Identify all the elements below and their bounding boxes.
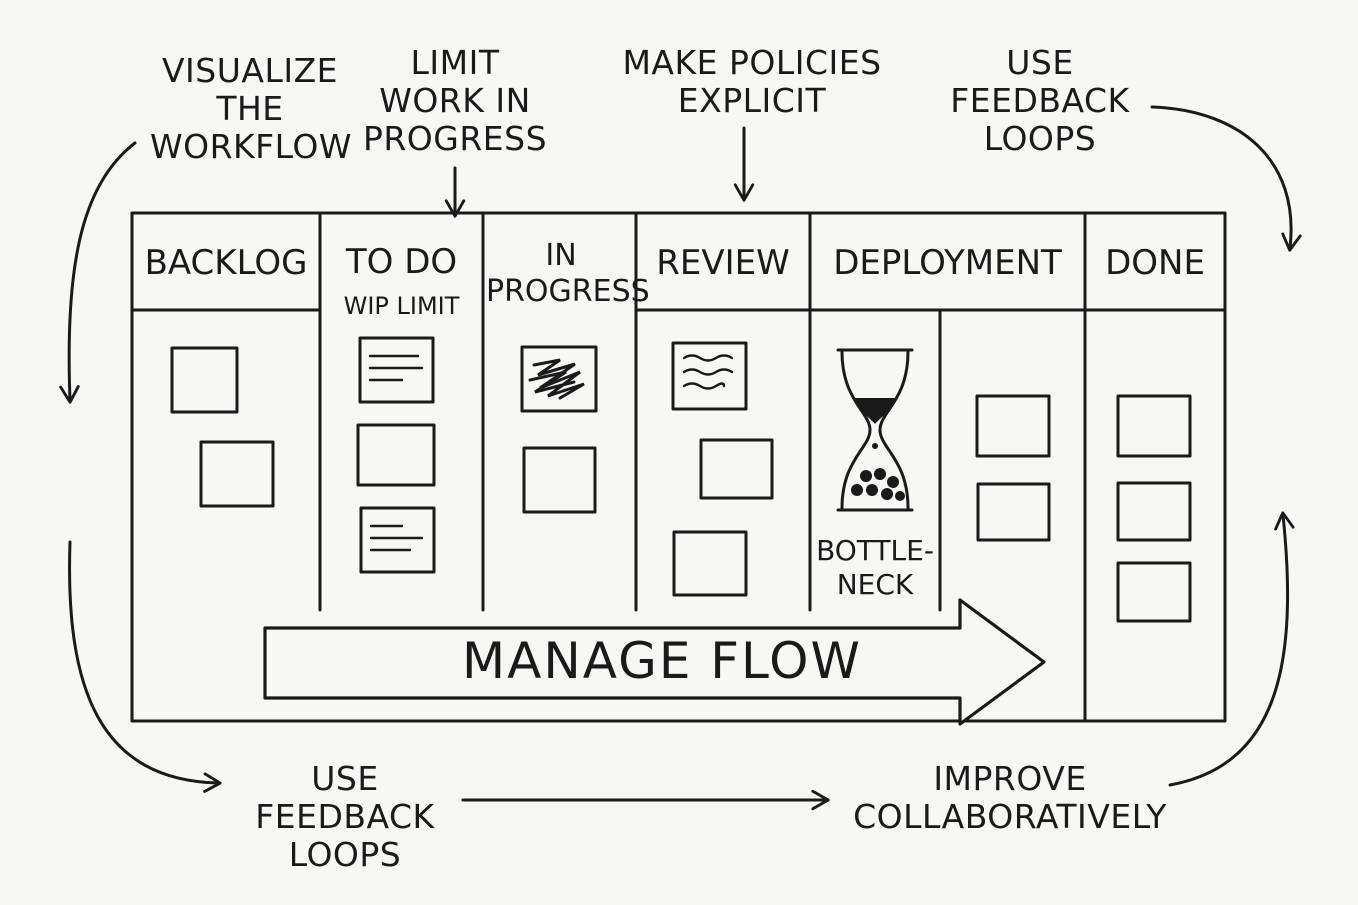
principle-feedback-bottom: USE FEEDBACK LOOPS <box>255 759 435 874</box>
column-header-done: DONE <box>1105 243 1205 283</box>
principle-visualize: VISUALIZE THE WORKFLOW <box>150 51 352 166</box>
principle-limit-wip: LIMIT WORK IN PROGRESS <box>362 43 548 158</box>
card <box>520 345 598 413</box>
card <box>199 440 275 508</box>
column-header-in-progress: IN PROGRESS <box>486 238 650 309</box>
hourglass-icon <box>836 348 914 512</box>
principle-improve: IMPROVE COLLABORATIVELY <box>853 759 1167 836</box>
column-header-review: REVIEW <box>656 243 790 283</box>
card <box>975 394 1051 458</box>
arrow-icon <box>263 598 1046 726</box>
card <box>358 336 435 404</box>
card <box>672 530 748 597</box>
loop-arrow <box>59 141 137 404</box>
board-frame <box>130 211 1227 723</box>
column-header-todo: TO DO <box>345 242 458 282</box>
loop-arrow <box>68 540 222 793</box>
card <box>522 446 597 514</box>
card <box>1116 481 1192 542</box>
card <box>359 506 436 574</box>
principle-feedback-top: USE FEEDBACK LOOPS <box>950 43 1130 158</box>
column-header-deployment: DEPLOYMENT <box>833 243 1062 283</box>
card <box>699 438 774 500</box>
card <box>976 482 1051 542</box>
column-header-backlog: BACKLOG <box>144 243 308 283</box>
hourglass-sand <box>851 398 905 501</box>
principle-policies: MAKE POLICIES EXPLICIT <box>622 43 882 120</box>
manage-flow-label: MANAGE FLOW <box>462 632 862 690</box>
card <box>170 346 239 414</box>
bottleneck-label: BOTTLE- NECK <box>816 534 934 601</box>
scribble-card-fill <box>528 358 585 400</box>
column-wip-limit: WIP LIMIT <box>343 292 460 320</box>
loop-arrow <box>1168 511 1295 787</box>
card <box>1116 394 1192 458</box>
loop-arrow <box>1150 105 1302 252</box>
card <box>1116 561 1192 623</box>
card <box>356 423 436 487</box>
card <box>671 341 748 411</box>
